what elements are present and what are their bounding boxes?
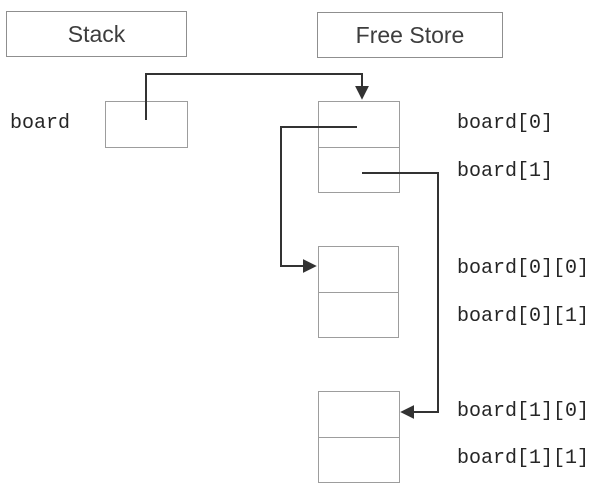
- stack-header-label: Stack: [67, 20, 126, 47]
- label-board1: board[1]: [457, 160, 554, 183]
- cell-board01: [319, 291, 398, 338]
- stack-header-box: Stack: [6, 11, 187, 57]
- row0-array-box: [318, 246, 399, 338]
- label-board11: board[1][1]: [457, 447, 590, 470]
- label-board0: board[0]: [457, 112, 554, 135]
- label-board01: board[0][1]: [457, 305, 590, 328]
- cell-board10: [319, 392, 399, 437]
- cell-board1: [319, 146, 399, 193]
- free-store-header-label: Free Store: [355, 21, 465, 48]
- cell-board00: [319, 247, 398, 292]
- board-variable-box: [105, 101, 188, 148]
- cell-board0: [319, 102, 399, 147]
- label-board00: board[0][0]: [457, 257, 590, 280]
- label-board10: board[1][0]: [457, 400, 590, 423]
- board-variable-label: board: [10, 112, 71, 135]
- cell-board11: [319, 436, 399, 483]
- free-store-header-box: Free Store: [317, 12, 503, 58]
- row1-array-box: [318, 391, 400, 483]
- pointer-array-box: [318, 101, 400, 193]
- board-pointer-cell: [106, 102, 187, 147]
